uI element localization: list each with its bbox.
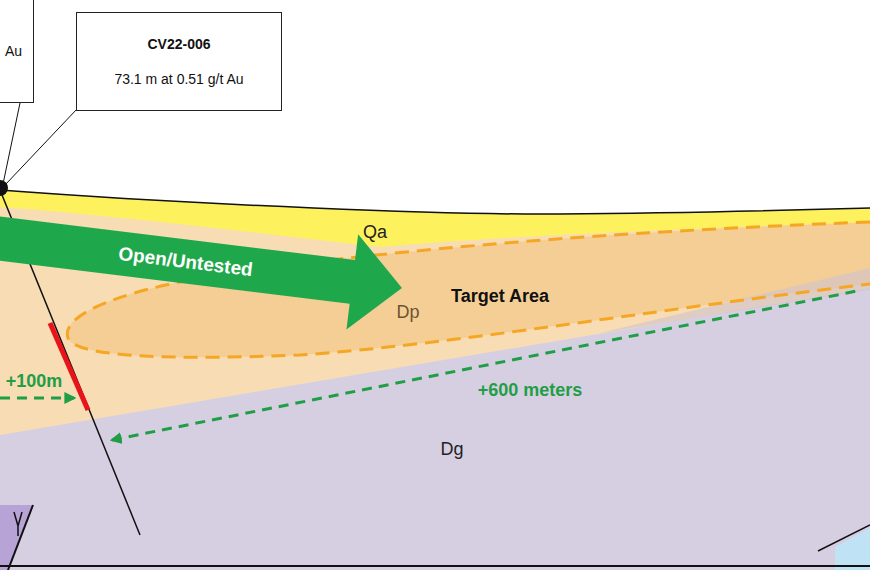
unit-label: Dp	[396, 302, 419, 323]
drill-collar	[0, 180, 8, 196]
length-arrow	[112, 290, 862, 440]
cut-callout-box: Au	[0, 0, 34, 103]
unit-label: Qa	[363, 222, 387, 243]
section-base	[0, 565, 870, 567]
callout-body: 73.1 m at 0.51 g/t Au	[114, 71, 243, 87]
width-arrow	[0, 397, 74, 400]
callout-heading: Au	[5, 43, 22, 59]
dimension-label: +100m	[6, 371, 63, 392]
dip-symbol	[14, 512, 22, 536]
contact-line	[818, 525, 870, 551]
dimension-label: +600 meters	[478, 380, 583, 401]
dp-unit	[0, 190, 870, 570]
open-arrow	[0, 190, 408, 335]
unit-label: Dg	[440, 439, 463, 460]
left-unit	[0, 505, 33, 570]
callout-box: CV22-006 73.1 m at 0.51 g/t Au	[76, 12, 282, 111]
leader-line	[5, 109, 77, 185]
fault-line	[8, 505, 33, 570]
target-label: Target Area	[451, 286, 549, 307]
dg-unit	[0, 288, 870, 570]
callout-heading: CV22-006	[147, 36, 210, 52]
surface-line	[0, 190, 870, 214]
